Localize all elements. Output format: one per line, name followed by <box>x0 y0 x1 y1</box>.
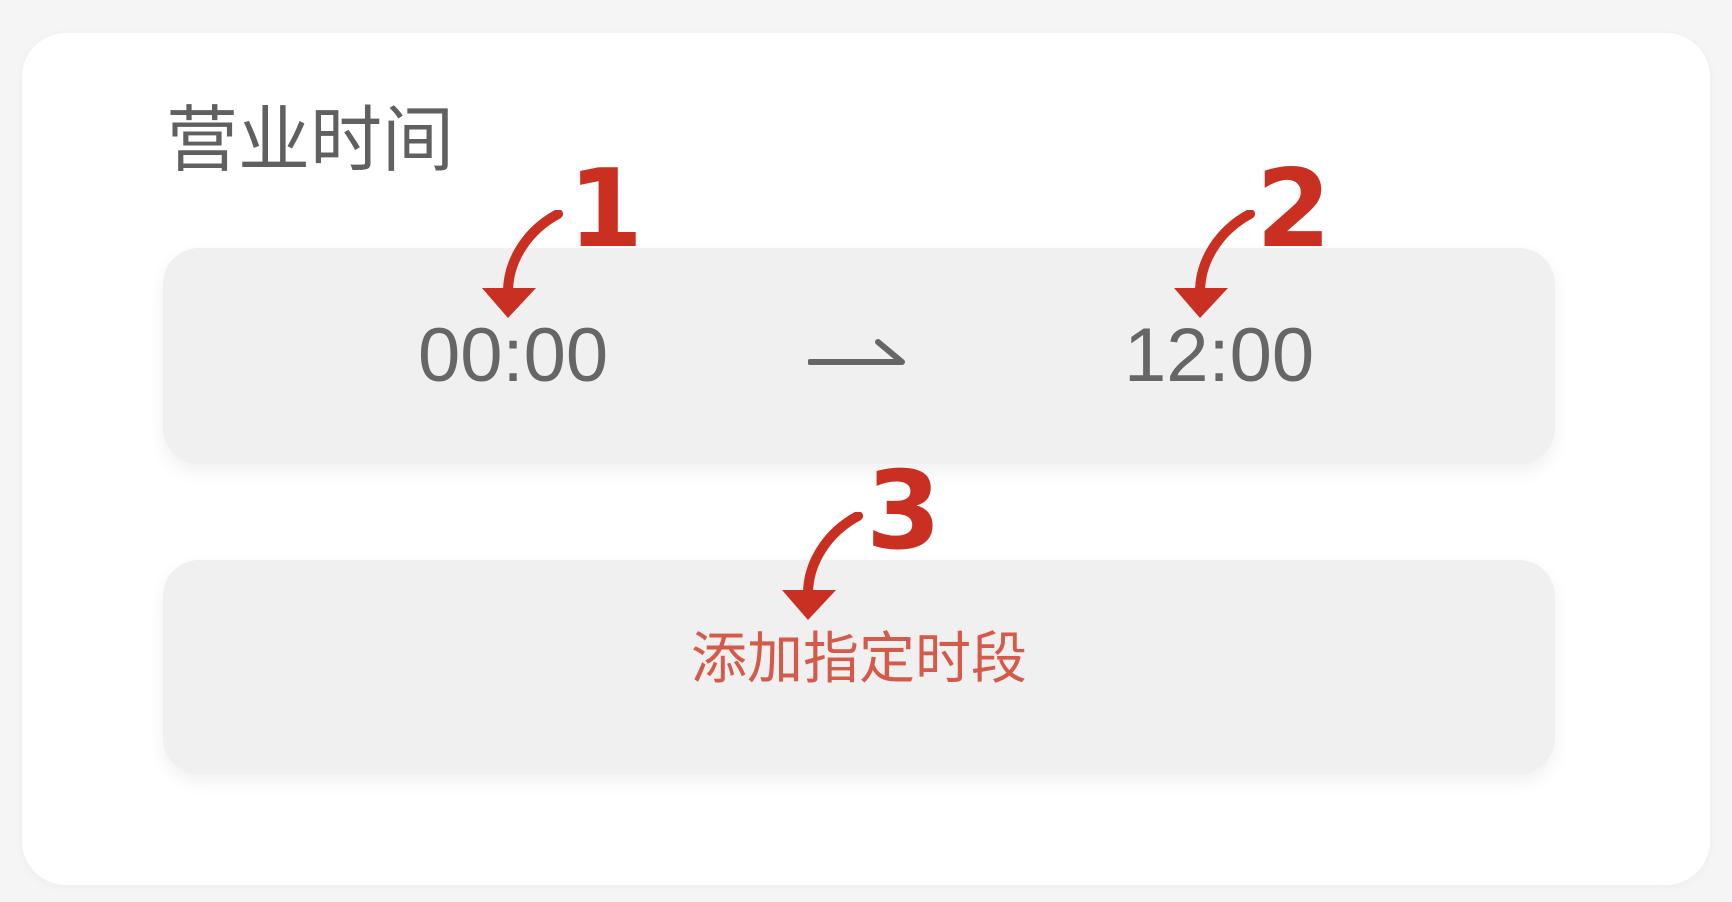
annotation-3: 3 <box>778 458 941 652</box>
section-title: 营业时间 <box>166 98 455 182</box>
time-range-row <box>163 248 1555 464</box>
curved-arrow-icon <box>782 512 863 620</box>
annotation-number: 3 <box>866 449 942 574</box>
annotation-number: 2 <box>1256 147 1332 272</box>
range-arrow-icon <box>808 339 905 365</box>
add-period-label: 添加指定时段 <box>691 627 1027 692</box>
end-time-value[interactable]: 12:00 <box>1124 313 1315 398</box>
annotation-1: 1 <box>478 156 643 350</box>
curved-arrow-icon <box>1174 210 1255 318</box>
annotation-number: 1 <box>568 147 644 272</box>
start-time-value[interactable]: 00:00 <box>418 313 609 398</box>
curved-arrow-icon <box>482 210 563 318</box>
annotation-2: 2 <box>1170 156 1331 350</box>
add-period-button[interactable]: 添加指定时段 <box>163 560 1555 774</box>
